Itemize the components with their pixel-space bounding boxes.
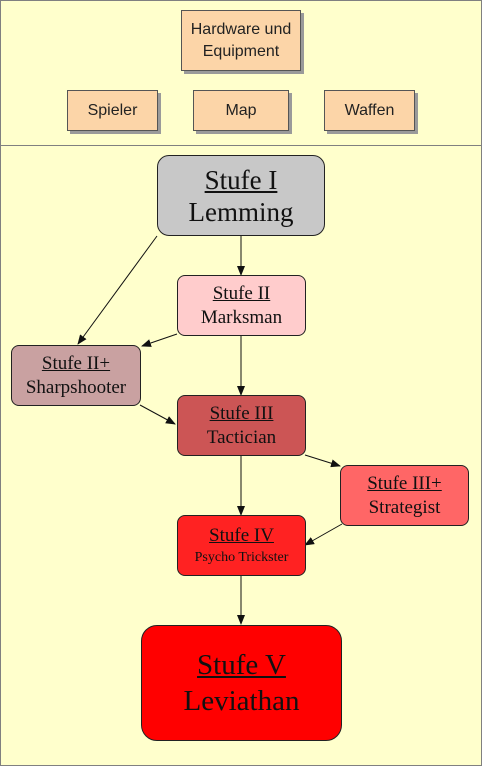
arrow-stufe2-to-stufe2plus — [141, 333, 178, 347]
stage-2plus-box: Stufe II+ Sharpshooter — [11, 345, 141, 406]
stage-3-level: Stufe III — [209, 402, 274, 424]
category-map-box: Map — [193, 90, 289, 131]
arrow-stufe3plus-to-stufe4 — [304, 523, 343, 546]
stage-2-level: Stufe II — [212, 282, 271, 304]
stage-5-name: Leviathan — [183, 685, 300, 717]
stage-5-box: Stufe V Leviathan — [141, 625, 342, 741]
category-map-label: Map — [225, 101, 257, 119]
category-spieler-box: Spieler — [67, 90, 158, 131]
stage-2-box: Stufe II Marksman — [177, 275, 306, 336]
stage-3-name: Tactician — [206, 426, 277, 448]
stage-1-level: Stufe I — [204, 164, 278, 195]
category-waffen-box: Waffen — [324, 90, 415, 131]
arrow-stufe1-to-stufe2plus — [77, 235, 158, 345]
stage-4-level: Stufe IV — [209, 524, 274, 546]
stage-1-box: Stufe I Lemming — [157, 155, 325, 236]
stage-3plus-level: Stufe III+ — [367, 472, 442, 494]
arrow-stufe3-to-stufe3plus — [304, 454, 341, 468]
stage-4-box: Stufe IV Psycho Trickster — [177, 515, 306, 576]
category-hardware-box: Hardware und Equipment — [181, 10, 301, 71]
stage-1-name: Lemming — [188, 196, 294, 227]
stage-3-box: Stufe III Tactician — [177, 395, 306, 456]
arrow-stufe2plus-to-stufe3 — [139, 404, 176, 425]
stage-3plus-box: Stufe III+ Strategist — [340, 465, 469, 526]
stage-4-name: Psycho Trickster — [194, 549, 289, 565]
category-hardware-label: Hardware und Equipment — [190, 20, 292, 60]
stage-2plus-level: Stufe II+ — [41, 352, 111, 374]
category-waffen-label: Waffen — [344, 101, 395, 119]
stage-5-level: Stufe V — [197, 649, 286, 681]
category-spieler-label: Spieler — [87, 101, 138, 119]
stage-2plus-name: Sharpshooter — [25, 376, 127, 398]
stage-2-name: Marksman — [200, 306, 283, 328]
stage-3plus-name: Strategist — [368, 496, 441, 518]
